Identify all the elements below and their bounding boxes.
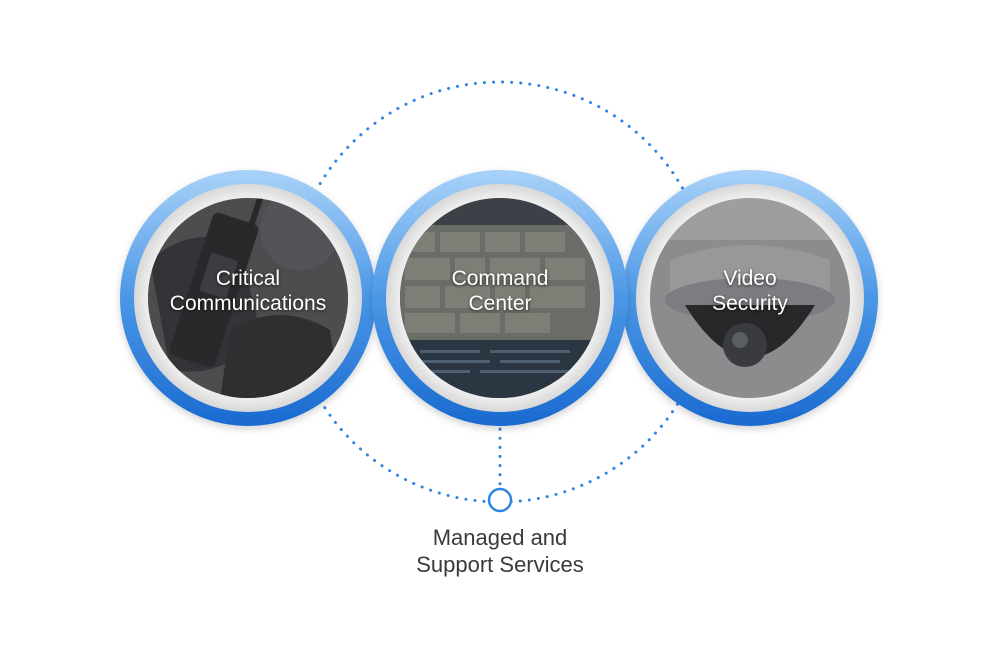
hub-caption-line-1: Managed and xyxy=(432,525,568,550)
label-critical-communications: Critical Communications xyxy=(148,266,348,316)
dome-camera-icon xyxy=(650,198,850,398)
map-screen-icon xyxy=(400,198,600,398)
hub-node xyxy=(487,487,513,513)
label-line-2: Security xyxy=(712,292,788,315)
label-line-1: Critical xyxy=(215,267,281,290)
label-line-2: Center xyxy=(468,292,532,315)
label-line-2: Communications xyxy=(169,292,327,315)
label-line-1: Video xyxy=(723,267,777,290)
hub-caption: Managed and Support Services xyxy=(350,524,650,578)
hub-caption-line-2: Support Services xyxy=(416,552,584,577)
radio-handset-icon xyxy=(148,198,348,398)
label-command-center: Command Center xyxy=(400,266,600,316)
label-video-security: Video Security xyxy=(650,266,850,316)
label-line-1: Command xyxy=(451,267,549,290)
